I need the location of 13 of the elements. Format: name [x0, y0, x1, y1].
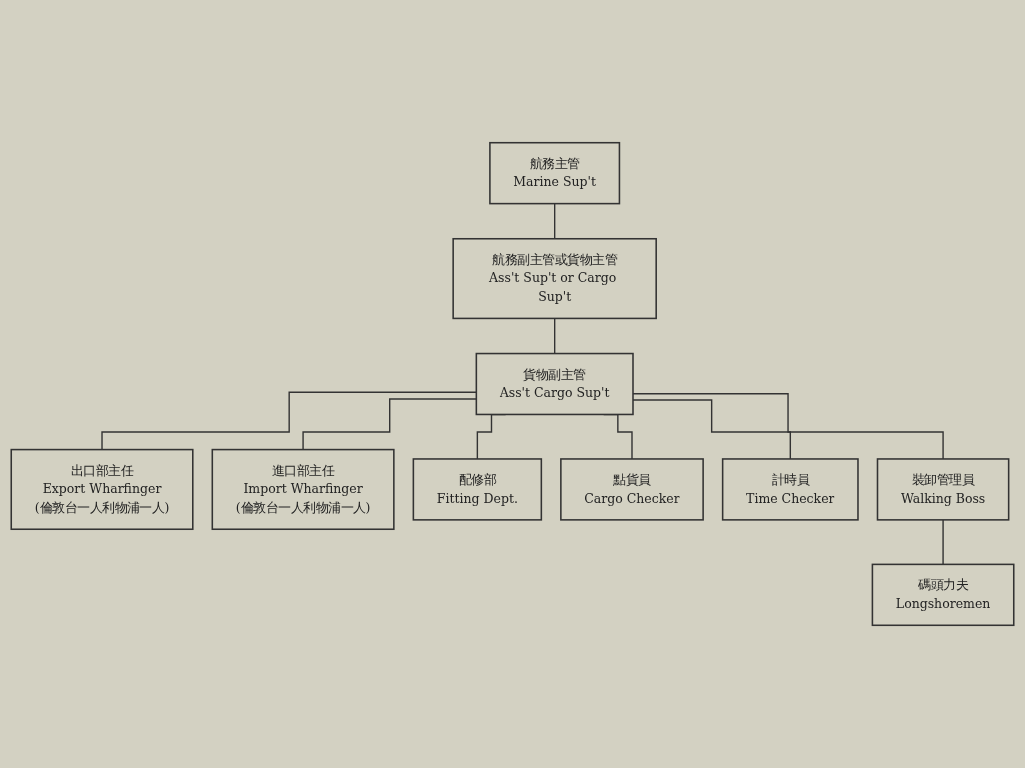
- node-box: 出口部主任 Export Wharfinger (倫敦台一人利物浦一人): [10, 448, 194, 530]
- connector: [553, 202, 556, 240]
- connector: [553, 317, 556, 355]
- node-box: 計時員 Time Checker: [721, 458, 859, 521]
- connector: [942, 519, 944, 566]
- node-box: 航務主管 Marine Sup't: [489, 141, 621, 205]
- node-box: 進口部主任 Import Wharfinger (倫敦台一人利物浦一人): [211, 448, 395, 530]
- node-box: 配修部 Fitting Dept.: [412, 458, 543, 521]
- node-box: 碼頭力夫 Longshoremen: [871, 563, 1015, 627]
- node-box: 裝卸管理員 Walking Boss: [876, 458, 1010, 521]
- node-box: 航務副主管或貨物主管 Ass't Sup't or Cargo Sup't: [452, 238, 657, 320]
- node-box: 貨物副主管 Ass't Cargo Sup't: [475, 352, 634, 416]
- node-box: 點貨員 Cargo Checker: [560, 458, 704, 521]
